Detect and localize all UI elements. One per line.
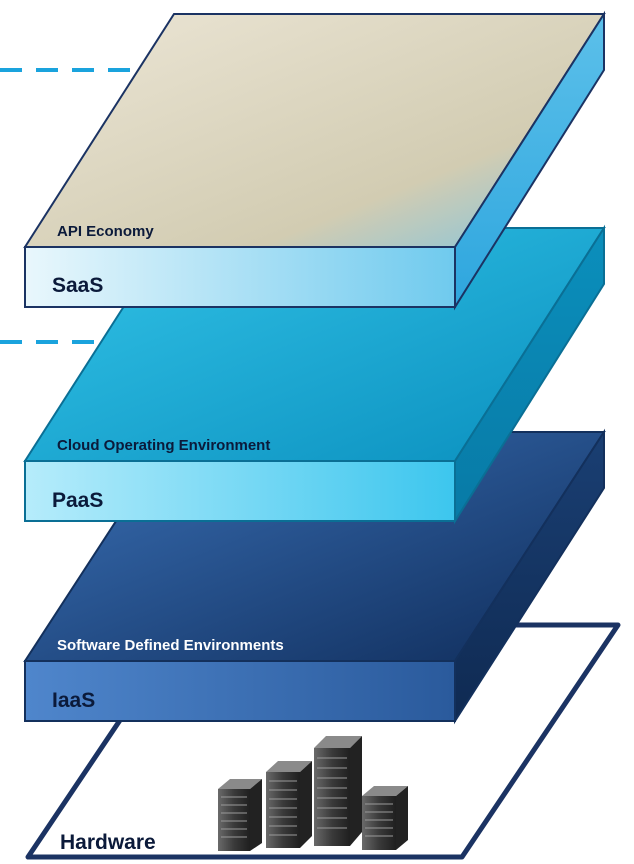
saas-front-face bbox=[24, 246, 456, 308]
iaas-label: IaaS bbox=[52, 689, 95, 712]
iaas-front-face bbox=[24, 660, 456, 722]
saas-top-label: API Economy bbox=[57, 223, 154, 240]
iaas-top-label: Software Defined Environments bbox=[57, 637, 284, 654]
paas-front-face bbox=[24, 460, 456, 522]
saas-label: SaaS bbox=[52, 274, 103, 297]
saas-top-face bbox=[23, 13, 606, 248]
saas-layer: API Economy SaaS bbox=[23, 10, 606, 311]
server-racks-icon bbox=[218, 736, 408, 851]
paas-top-label: Cloud Operating Environment bbox=[57, 437, 270, 454]
hardware-label: Hardware bbox=[60, 831, 156, 854]
paas-label: PaaS bbox=[52, 489, 103, 512]
